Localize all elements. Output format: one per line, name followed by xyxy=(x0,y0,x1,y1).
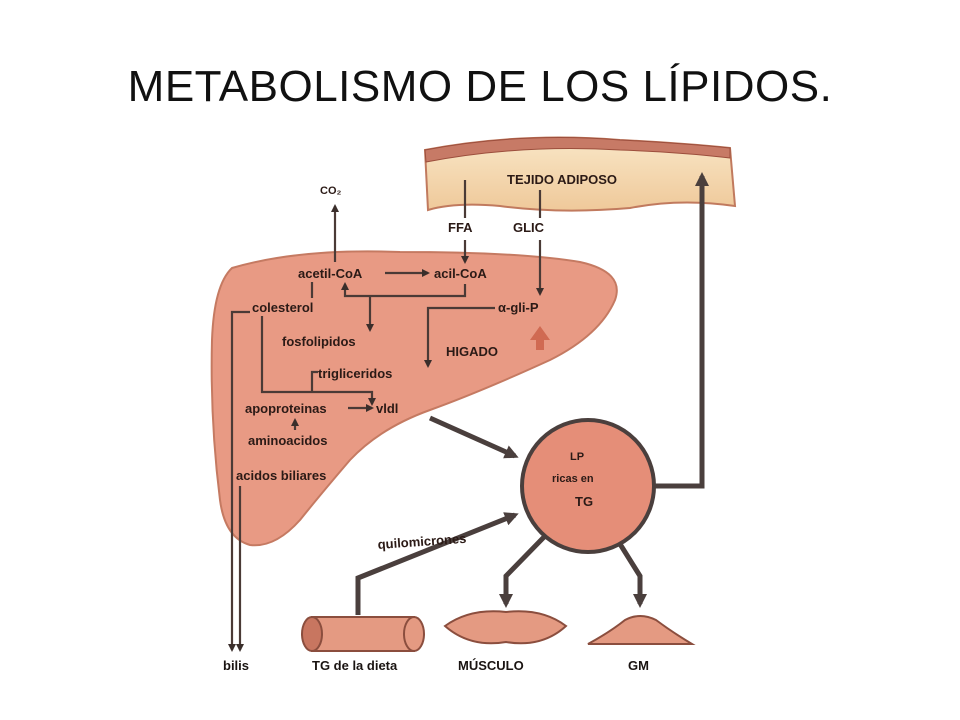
adipose-tissue: TEJIDO ADIPOSO xyxy=(423,136,737,212)
arrow-acil-back-to-acetil xyxy=(341,282,467,298)
page-title: METABOLISMO DE LOS LÍPIDOS. xyxy=(127,62,833,111)
gm-label: GM xyxy=(628,658,649,673)
arrow-vldl-to-lp xyxy=(428,415,519,459)
acetil-coa-label: acetil-CoA xyxy=(298,266,363,281)
acidos-biliares-label: acidos biliares xyxy=(236,468,326,483)
muscle-icon xyxy=(443,610,568,645)
arrow-glip-to-trigliceridos xyxy=(424,306,495,368)
glic-label: GLIC xyxy=(513,220,545,235)
co2-label: CO₂ xyxy=(320,185,342,197)
intestine-tube-icon xyxy=(301,616,425,652)
adipose-label: TEJIDO ADIPOSO xyxy=(507,172,617,187)
trigliceridos-label: trigliceridos xyxy=(318,366,392,381)
lp-label: LP xyxy=(570,451,584,463)
acil-coa-label: acil-CoA xyxy=(434,266,487,281)
gm-icon xyxy=(587,615,696,645)
arrow-colesterol-to-vldl xyxy=(260,316,376,406)
tg-dieta-label: TG de la dieta xyxy=(312,658,398,673)
arrow-quilomicrones-to-lp xyxy=(355,512,519,615)
arrow-colesterol-to-bilis xyxy=(228,310,250,652)
fosfolipidos-label: fosfolipidos xyxy=(282,334,356,349)
colesterol-label: colesterol xyxy=(252,300,313,315)
arrow-lp-to-musculo xyxy=(499,534,547,608)
trigliceridos-down-line xyxy=(310,370,318,392)
arrow-lp-to-adipose xyxy=(654,172,709,489)
vldl-label: vldl xyxy=(376,401,398,416)
apoproteinas-label: apoproteinas xyxy=(245,401,327,416)
lp-tg-label: TG xyxy=(575,494,593,509)
liver-shape xyxy=(210,250,618,547)
agli-p-label: α-gli-P xyxy=(498,300,539,315)
musculo-label: MÚSCULO xyxy=(458,658,524,673)
quilomicrones-label: quilomicrones xyxy=(377,531,467,552)
bilis-label: bilis xyxy=(223,658,249,673)
lp-ricas-label: ricas en xyxy=(552,473,594,485)
lp-circle xyxy=(520,418,656,554)
arrow-lp-to-gm xyxy=(617,542,647,608)
ffa-label: FFA xyxy=(448,220,473,235)
glucose-up-arrow xyxy=(530,326,550,350)
aminoacidos-label: aminoacidos xyxy=(248,433,327,448)
higado-label: HIGADO xyxy=(446,344,498,359)
